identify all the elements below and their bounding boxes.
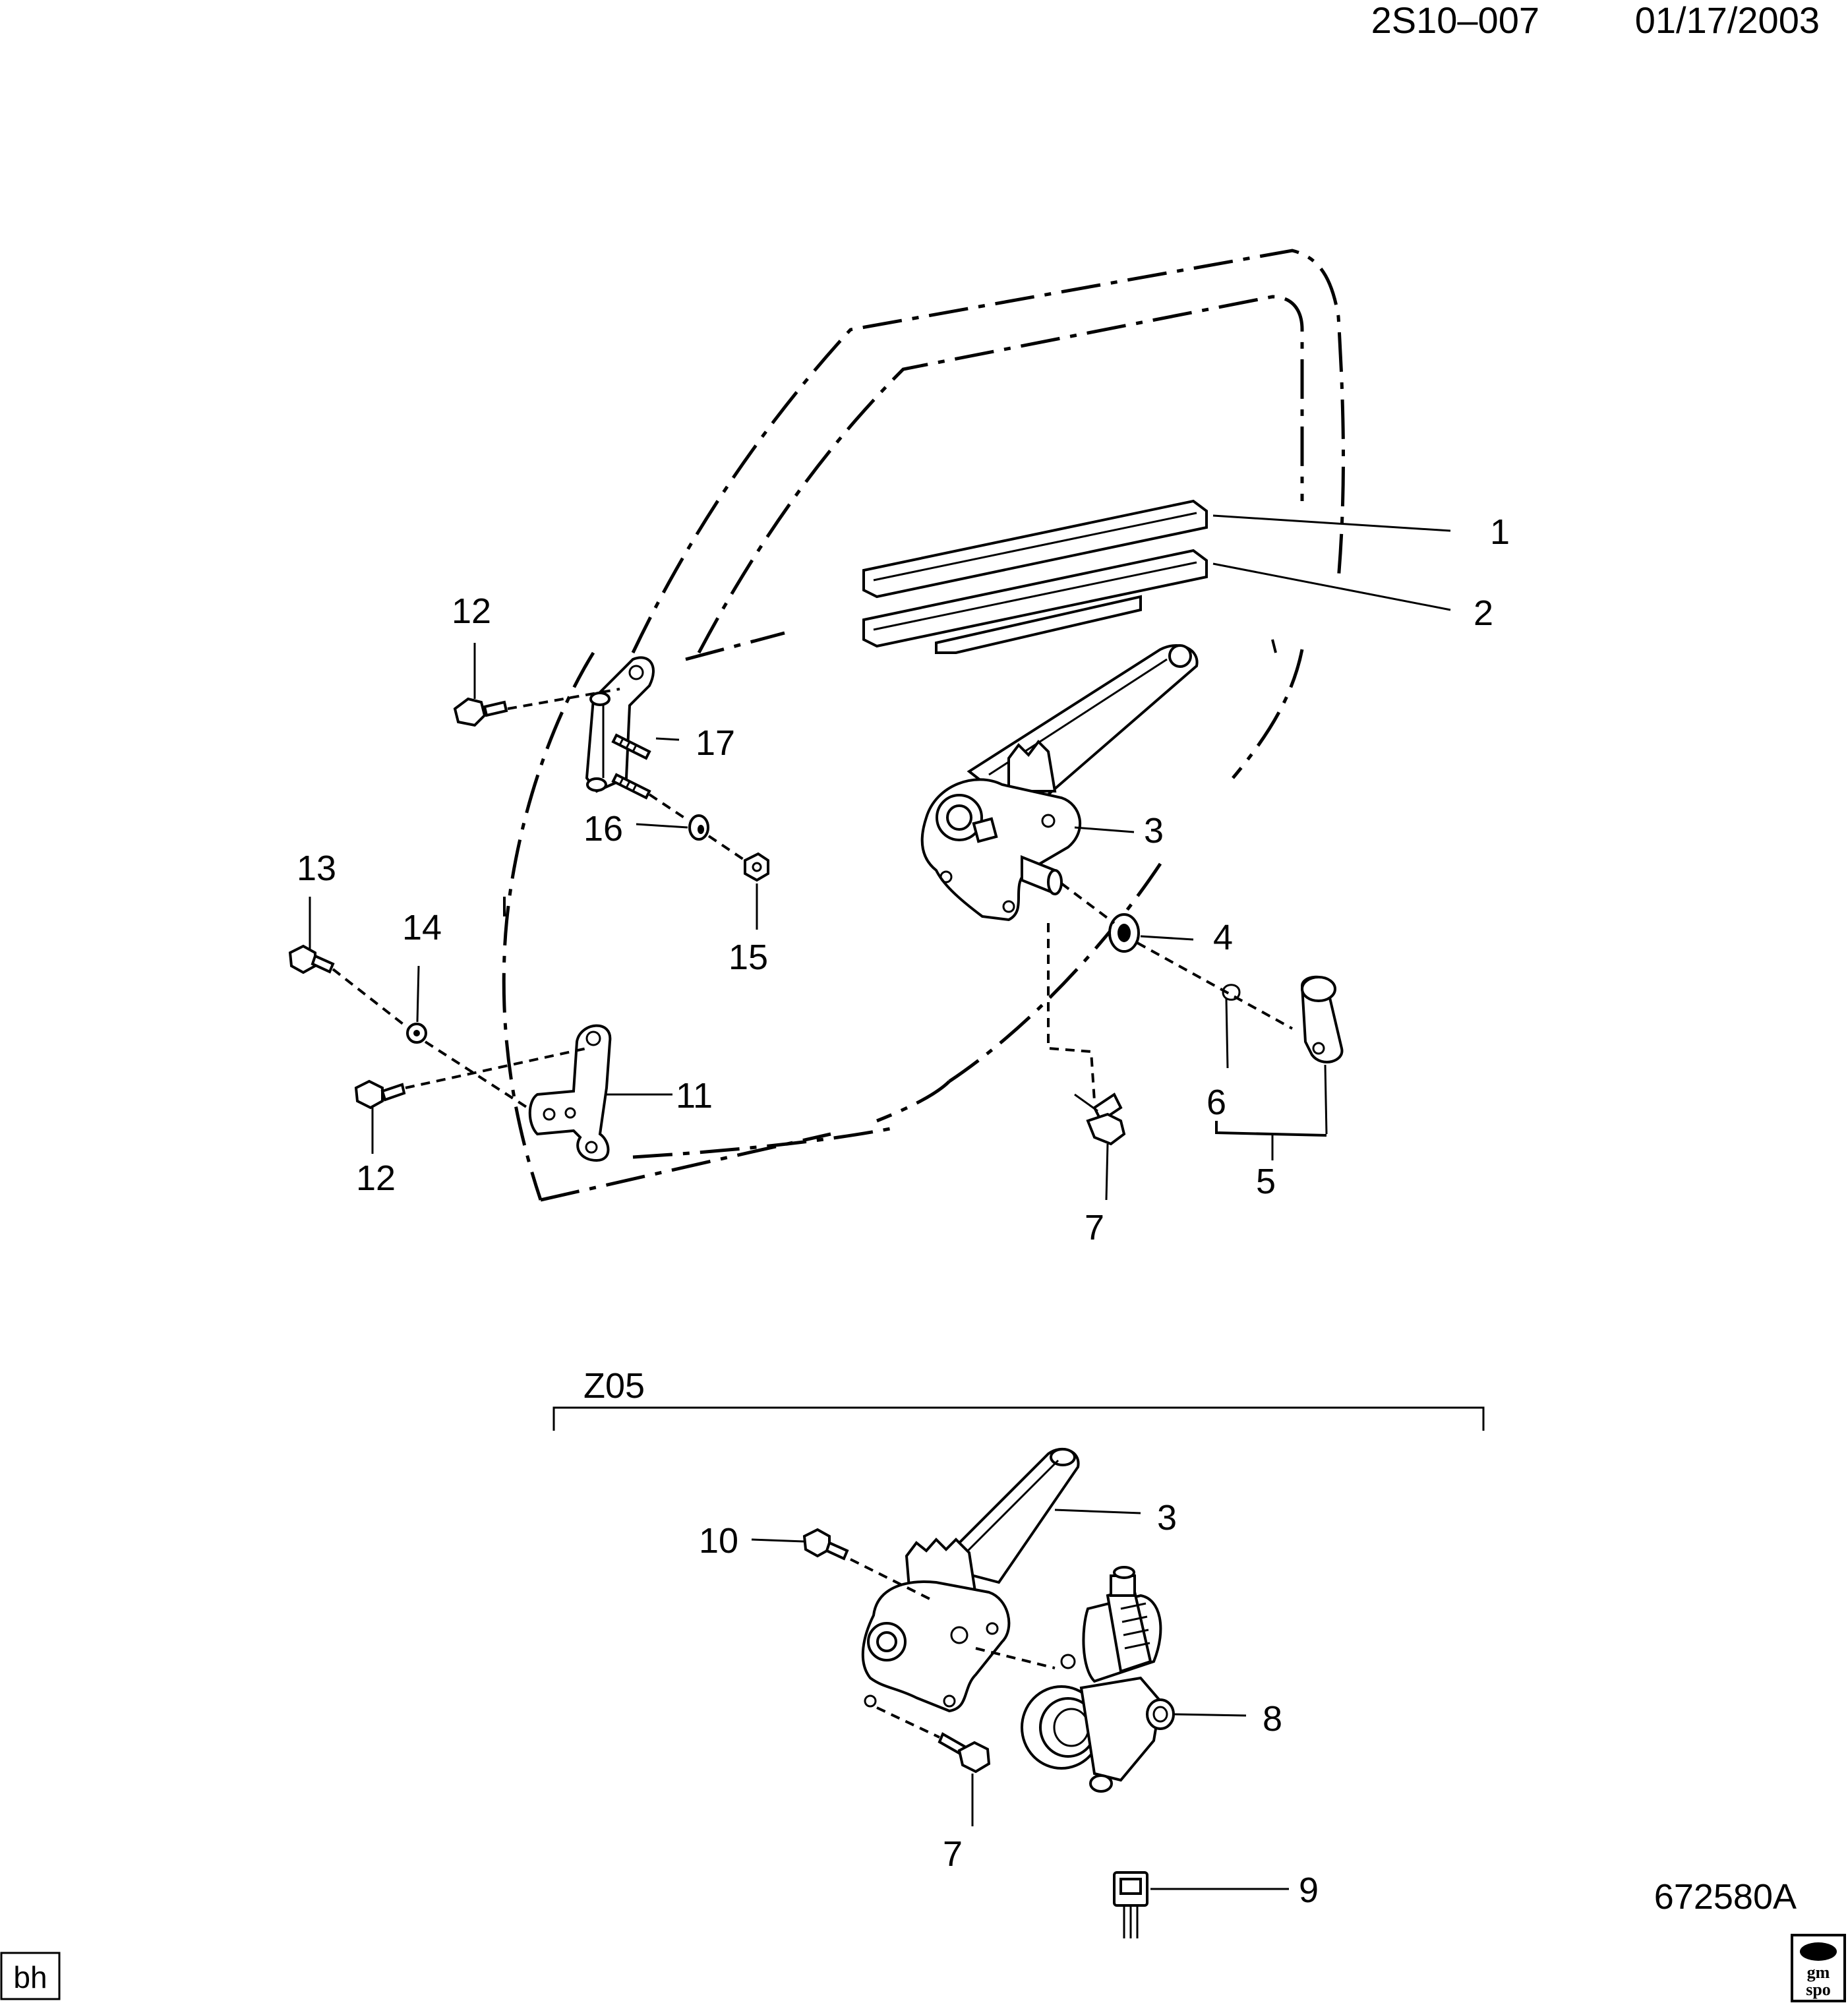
- z05-bracket: [552, 1406, 1485, 1431]
- illustration-number: 672580A: [1654, 1877, 1797, 1917]
- callout-8: 8: [1263, 1699, 1282, 1739]
- handle-clip: [1222, 984, 1241, 1069]
- door-hinge-upper: [585, 656, 655, 793]
- option-label-z05: Z05: [583, 1366, 645, 1406]
- hinge-bolt-lower-front: [354, 1079, 406, 1110]
- door-outline: [502, 249, 1345, 1202]
- window-regulator-power: [861, 1447, 1080, 1713]
- window-crank-handle: [1300, 975, 1344, 1135]
- window-regulator-manual: [920, 644, 1199, 922]
- glass-channel-lower: [862, 549, 1208, 654]
- callout-4: 4: [1213, 918, 1233, 957]
- callout-6: 6: [1207, 1083, 1226, 1122]
- callout-7: 7: [1085, 1208, 1104, 1247]
- regulator-bolt: [1074, 1092, 1126, 1146]
- motor-connector: [1113, 1871, 1148, 1938]
- regulator-bolt-power: [802, 1528, 849, 1561]
- callout-15: 15: [729, 938, 768, 977]
- svg-text:gm: gm: [1807, 1963, 1830, 1982]
- callout-1: 1: [1490, 512, 1510, 552]
- doc-date: 01/17/2003: [1635, 0, 1820, 41]
- gm-spo-logo: gm spo: [1791, 1934, 1846, 2002]
- callout-9: 9: [1299, 1870, 1319, 1910]
- callout-12-lower: 12: [356, 1158, 396, 1198]
- handle-spacer: [1108, 913, 1140, 953]
- glass-channel-upper: [862, 499, 1208, 599]
- callout-10: 10: [699, 1521, 738, 1561]
- callout-3-power: 3: [1157, 1498, 1177, 1538]
- bh-badge: bh: [0, 1952, 61, 2000]
- svg-text:spo: spo: [1806, 1980, 1831, 1999]
- hinge-bolt-lower-rear: [288, 944, 335, 974]
- callout-14: 14: [402, 908, 442, 947]
- callout-5: 5: [1256, 1162, 1276, 1201]
- regulator-bolt-power-lower: [938, 1732, 991, 1774]
- callout-7-power: 7: [943, 1834, 963, 1874]
- callout-16: 16: [583, 809, 623, 849]
- window-motor: [1021, 1566, 1175, 1793]
- callout-3: 3: [1144, 811, 1164, 851]
- door-hinge-lower: [528, 1024, 612, 1162]
- doc-code: 2S10–007: [1371, 0, 1539, 41]
- hinge-washer-lower: [406, 1023, 427, 1044]
- callout-12: 12: [452, 591, 491, 631]
- callout-2: 2: [1474, 593, 1493, 633]
- hinge-stud-upper: [611, 733, 651, 760]
- hinge-nut: [744, 852, 769, 882]
- hinge-bolt-upper: [453, 697, 508, 727]
- callout-11: 11: [676, 1076, 713, 1116]
- hinge-stud-lower: [611, 773, 651, 800]
- svg-text:bh: bh: [13, 1960, 47, 1994]
- callout-13: 13: [297, 849, 336, 888]
- callout-17: 17: [696, 723, 735, 763]
- handle-assembly-bracket: [1215, 1121, 1327, 1137]
- hinge-washer: [688, 814, 709, 841]
